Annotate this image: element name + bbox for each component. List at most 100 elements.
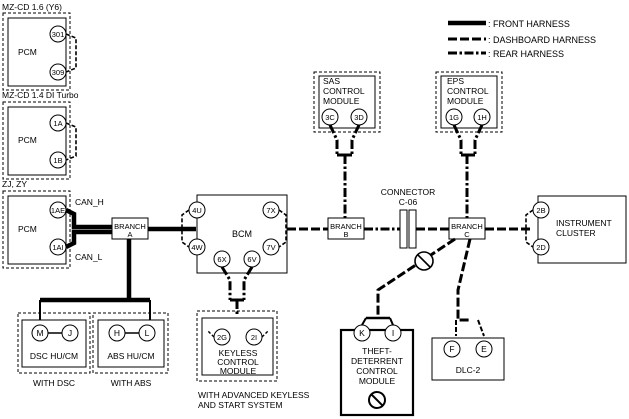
dsc-pin-m-label: M (36, 328, 43, 338)
instrument-cluster: 2B 2D INSTRUMENT CLUSTER (532, 195, 627, 264)
pcm-variant-3-pin-a-label: 1AE (51, 206, 65, 215)
keyless-pin-links (206, 329, 270, 338)
branch-a-label-line1: BRANCH (114, 222, 146, 231)
legend-front-label: : FRONT HARNESS (488, 19, 570, 29)
keyless-label-3: MODULE (220, 366, 257, 376)
cluster-label-2: CLUSTER (556, 228, 596, 238)
theft-pin-links (361, 317, 394, 326)
dlc-pin-f-label: F (449, 344, 454, 354)
branch-a-box (111, 217, 149, 240)
dsc-module: M J DSC HU/CM WITH DSC (17, 312, 91, 388)
pcm-variant-2-pin-a-label: 1A (53, 119, 62, 128)
cluster-label-1: INSTRUMENT (556, 218, 612, 228)
bcm-pin-4w-label: 4W (191, 243, 203, 252)
theft-deterrent-module: K I THEFT- DETERRENT CONTROL MODULE (339, 316, 415, 417)
pcm-variant-1-pin-b-label: 309 (52, 68, 65, 77)
pcm-variant-3: ZJ, ZY PCM 1AE 1AI CAN_H CAN_L (2, 179, 104, 269)
eps-pin-1g-label: 1G (449, 113, 459, 122)
pcm-variant-3-title: ZJ, ZY (2, 179, 27, 189)
pcm-variant-3-pin-b-label: 1AI (52, 243, 63, 252)
abs-pin-h-label: H (114, 328, 120, 338)
pcm-variant-1-outline (2, 12, 71, 91)
pcm-variant-1-label: PCM (18, 47, 37, 57)
no-connection-icon (414, 251, 434, 271)
legend-dashboard-label: : DASHBOARD HARNESS (488, 35, 596, 45)
dash-branch-c-to-theft (376, 237, 456, 318)
front-pcm-can-h (64, 207, 112, 230)
keyless-outline (196, 310, 278, 382)
eps-outline (435, 71, 503, 133)
theft-pin-i-label: I (392, 328, 394, 338)
cluster-box (537, 195, 627, 264)
sas-pin-3d-label: 3D (354, 113, 364, 122)
pcm-variant-1-pin-a-label: 301 (52, 30, 65, 39)
keyless-box (201, 317, 274, 376)
sas-module: SAS CONTROL MODULE 3C 3D (313, 71, 381, 133)
bcm-label: BCM (232, 229, 252, 239)
pcm-variant-2-outline (2, 101, 71, 180)
cluster-pin-2d-label: 2D (536, 243, 546, 252)
legend-rear-label: : REAR HARNESS (488, 49, 564, 59)
bcm-pin-6x-label: 6X (217, 255, 226, 264)
sas-label-3: MODULE (323, 96, 360, 106)
rear-bcm-to-keyless (220, 266, 254, 300)
keyless-pin-2i-label: 2I (251, 333, 257, 342)
legend: : FRONT HARNESS : DASHBOARD HARNESS : RE… (448, 19, 596, 59)
dlc-pin-e-label: E (481, 344, 487, 354)
rear-eps-legs (452, 124, 484, 155)
dlc-2-module: F E DLC-2 (431, 337, 505, 381)
branch-b-label-line2: B (343, 230, 348, 239)
connector-label-1: CONNECTOR (381, 187, 436, 197)
branch-a-label-line2: A (127, 230, 132, 239)
branch-c-label-line2: C (464, 230, 470, 239)
dsc-pin-j-label: J (68, 328, 72, 338)
abs-outline (92, 312, 169, 374)
dlc-pin-f (443, 340, 461, 358)
theft-label-4: MODULE (359, 376, 396, 386)
pcm-variant-1-link (65, 33, 77, 73)
keyless-label-2: CONTROL (217, 357, 259, 367)
dlc-pin-e (475, 340, 493, 358)
branch-c-label-line1: BRANCH (451, 222, 483, 231)
theft-pin-k-label: K (359, 328, 365, 338)
sas-pin-3c-label: 3C (325, 113, 335, 122)
eps-pin-1h-label: 1H (477, 113, 487, 122)
can-h-label: CAN_H (75, 197, 104, 207)
pcm-variant-2-title: MZ-CD 1.4 DI Turbo (2, 90, 79, 100)
keyless-pin-2g-label: 2G (217, 333, 227, 342)
eps-module: EPS CONTROL MODULE 1G 1H (435, 71, 503, 133)
eps-label-2: CONTROL (447, 86, 489, 96)
connector-half-right (408, 209, 417, 249)
theft-label-1: THEFT- (362, 346, 392, 356)
bcm-pin-7v-label: 7V (266, 243, 275, 252)
sas-label-1: SAS (323, 76, 340, 86)
keyless-caption-1: WITH ADVANCED KEYLESS (198, 390, 310, 400)
keyless-caption-2: AND START SYSTEM (198, 400, 283, 410)
branch-b-label-line1: BRANCH (330, 222, 362, 231)
dash-branch-c-to-dlc (456, 238, 472, 322)
abs-label: ABS HU/CM (107, 351, 154, 361)
eps-label-1: EPS (447, 76, 464, 86)
eps-label-3: MODULE (447, 96, 484, 106)
cluster-link (525, 209, 534, 248)
dlc-drop-b (477, 319, 485, 337)
bcm-module: BCM 4U 4W 7X 7V 6X 6V (188, 194, 288, 274)
prohibited-icon (368, 391, 386, 409)
pcm-variant-1-title: MZ-CD 1.6 (Y6) (2, 2, 62, 12)
theft-label-3: CONTROL (356, 366, 398, 376)
bcm-pin-6v-label: 6V (247, 255, 256, 264)
front-harness-lines (39, 207, 196, 324)
dsc-outline (17, 312, 91, 374)
keyless-module: 2G 2I KEYLESS CONTROL MODULE WITH ADVANC… (196, 310, 310, 410)
sas-outline (313, 71, 381, 133)
dsc-caption: WITH DSC (33, 378, 75, 388)
dlc-box (431, 337, 505, 381)
dsc-label: DSC HU/CM (30, 351, 78, 361)
connector-label-2: C-06 (399, 197, 418, 207)
cluster-pin-2b-label: 2B (536, 206, 545, 215)
pcm-variant-3-outline (2, 190, 71, 269)
keyless-label-1: KEYLESS (219, 348, 258, 358)
abs-caption: WITH ABS (111, 378, 152, 388)
abs-module: H L ABS HU/CM WITH ABS (92, 312, 169, 388)
